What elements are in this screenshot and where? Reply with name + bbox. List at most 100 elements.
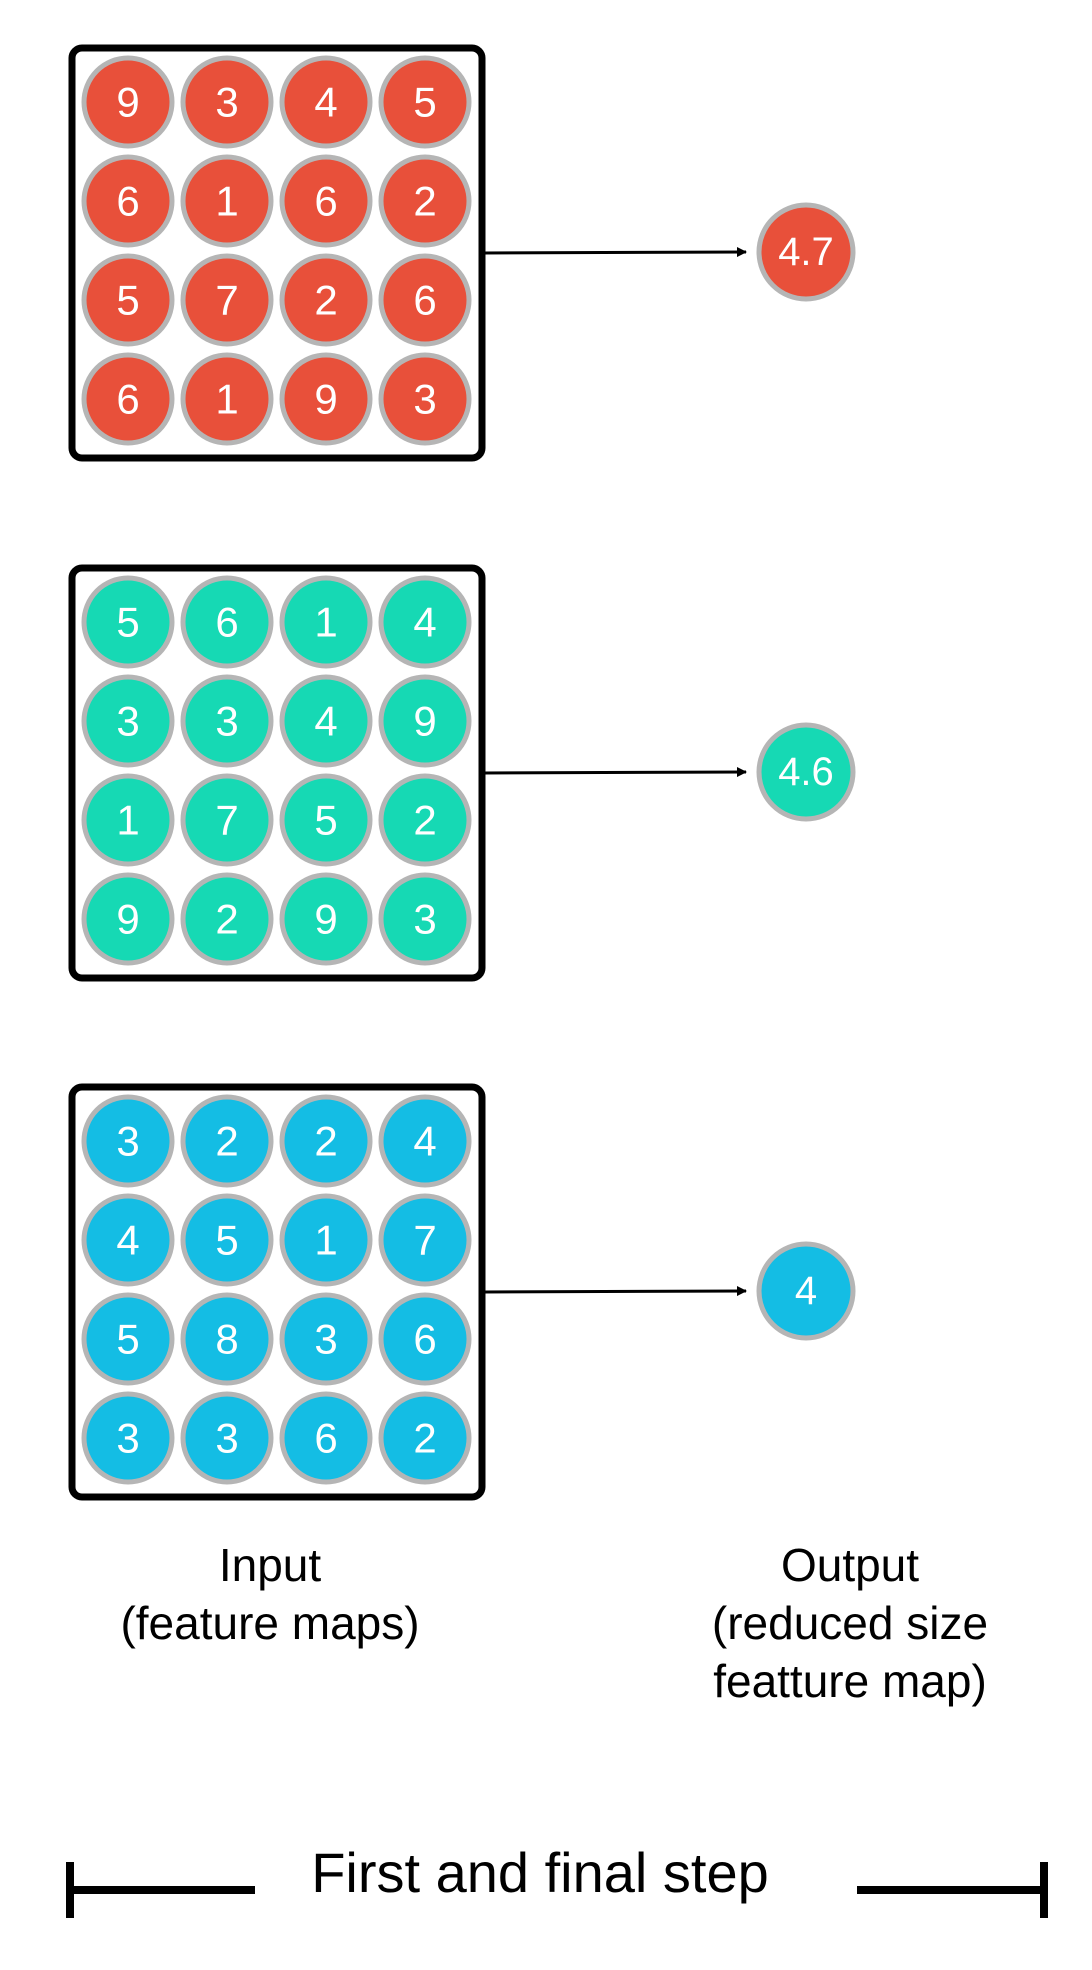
feature-cell: 9	[279, 872, 373, 966]
feature-cell: 3	[180, 1391, 274, 1485]
feature-cell-circle	[378, 352, 472, 446]
feature-cell-value: 5	[116, 599, 139, 646]
feature-cell-circle	[279, 872, 373, 966]
feature-cell-value: 4	[413, 599, 436, 646]
feature-cell-circle	[279, 154, 373, 248]
feature-cell-value: 1	[314, 1217, 337, 1264]
feature-cell-value: 5	[314, 797, 337, 844]
pooling-arrow	[483, 247, 747, 258]
feature-cell: 2	[279, 253, 373, 347]
feature-cell: 2	[180, 1094, 274, 1188]
feature-cell: 5	[279, 773, 373, 867]
feature-cell: 1	[180, 352, 274, 446]
feature-cell: 9	[81, 55, 175, 149]
feature-cell-circle	[279, 773, 373, 867]
feature-cell: 3	[180, 674, 274, 768]
feature-cell-circle	[180, 872, 274, 966]
feature-cell-circle	[279, 55, 373, 149]
feature-cell: 2	[378, 773, 472, 867]
input-label-line2: (feature maps)	[120, 1597, 420, 1649]
feature-cell-value: 3	[314, 1316, 337, 1363]
feature-cell-circle	[378, 1094, 472, 1188]
feature-cell-circle	[279, 1292, 373, 1386]
feature-cell-circle	[378, 773, 472, 867]
feature-cell-value: 8	[215, 1316, 238, 1363]
output-node-value: 4.7	[778, 230, 834, 274]
feature-cell: 3	[81, 1391, 175, 1485]
feature-cell-value: 1	[116, 797, 139, 844]
feature-cell-value: 2	[314, 277, 337, 324]
pooling-arrow	[483, 1286, 747, 1297]
feature-cell-circle	[378, 575, 472, 669]
feature-cell-circle	[180, 55, 274, 149]
feature-cell: 5	[81, 1292, 175, 1386]
feature-cell: 1	[279, 575, 373, 669]
feature-cell-circle	[81, 352, 175, 446]
feature-cell: 3	[279, 1292, 373, 1386]
feature-cell-value: 2	[413, 1415, 436, 1462]
feature-cell-circle	[81, 1094, 175, 1188]
feature-cell-value: 1	[215, 376, 238, 423]
feature-cell: 6	[81, 154, 175, 248]
feature-cell-value: 4	[314, 79, 337, 126]
feature-cell-value: 3	[116, 1118, 139, 1165]
feature-cell: 3	[378, 352, 472, 446]
feature-cell: 2	[378, 154, 472, 248]
feature-cell-circle	[81, 872, 175, 966]
feature-cell-circle	[279, 1391, 373, 1485]
step-bar	[66, 1862, 1048, 1918]
feature-cell-value: 7	[413, 1217, 436, 1264]
feature-cell: 4	[279, 674, 373, 768]
feature-cell-circle	[378, 1391, 472, 1485]
pooling-arrow	[483, 767, 747, 778]
feature-cell-circle	[180, 253, 274, 347]
feature-cell: 3	[81, 1094, 175, 1188]
feature-cell-value: 9	[116, 79, 139, 126]
feature-cell: 7	[180, 773, 274, 867]
feature-cell-value: 9	[116, 896, 139, 943]
feature-cell: 6	[81, 352, 175, 446]
feature-cell-value: 3	[116, 1415, 139, 1462]
feature-cell: 4	[378, 1094, 472, 1188]
feature-cell-circle	[378, 154, 472, 248]
output-node-value: 4.6	[778, 750, 834, 794]
feature-cell: 5	[180, 1193, 274, 1287]
step-caption: First and final step	[311, 1841, 769, 1904]
feature-cell: 5	[81, 253, 175, 347]
feature-cell-circle	[378, 55, 472, 149]
feature-cell-circle	[81, 1193, 175, 1287]
feature-cell-value: 7	[215, 277, 238, 324]
output-node: 4	[756, 1241, 856, 1341]
feature-cell-circle	[378, 1292, 472, 1386]
feature-cell-value: 6	[215, 599, 238, 646]
output-node: 4.6	[756, 722, 856, 822]
feature-cell: 7	[378, 1193, 472, 1287]
feature-cell-value: 3	[413, 376, 436, 423]
feature-cell: 5	[378, 55, 472, 149]
feature-cell: 9	[279, 352, 373, 446]
feature-cell-circle	[180, 773, 274, 867]
feature-cell-value: 2	[413, 797, 436, 844]
feature-cell-value: 3	[215, 79, 238, 126]
output-node: 4.7	[756, 202, 856, 302]
feature-cell-value: 5	[116, 277, 139, 324]
feature-cell-circle	[279, 352, 373, 446]
feature-cell-value: 5	[116, 1316, 139, 1363]
output-node-circle	[756, 722, 856, 822]
feature-cell: 6	[279, 1391, 373, 1485]
feature-map-frame	[68, 1083, 486, 1501]
feature-cell-value: 2	[215, 1118, 238, 1165]
feature-cell-circle	[81, 1391, 175, 1485]
output-label: Output (reduced size featture map)	[640, 1536, 1060, 1710]
feature-cell: 2	[279, 1094, 373, 1188]
feature-cell-circle	[180, 575, 274, 669]
input-label-line1: Input	[218, 1539, 322, 1591]
feature-cell: 7	[180, 253, 274, 347]
feature-cell-circle	[81, 253, 175, 347]
feature-cell-circle	[180, 1094, 274, 1188]
output-node-value: 4	[795, 1269, 817, 1313]
feature-cell: 4	[81, 1193, 175, 1287]
feature-cell-circle	[279, 674, 373, 768]
feature-cell-value: 1	[215, 178, 238, 225]
